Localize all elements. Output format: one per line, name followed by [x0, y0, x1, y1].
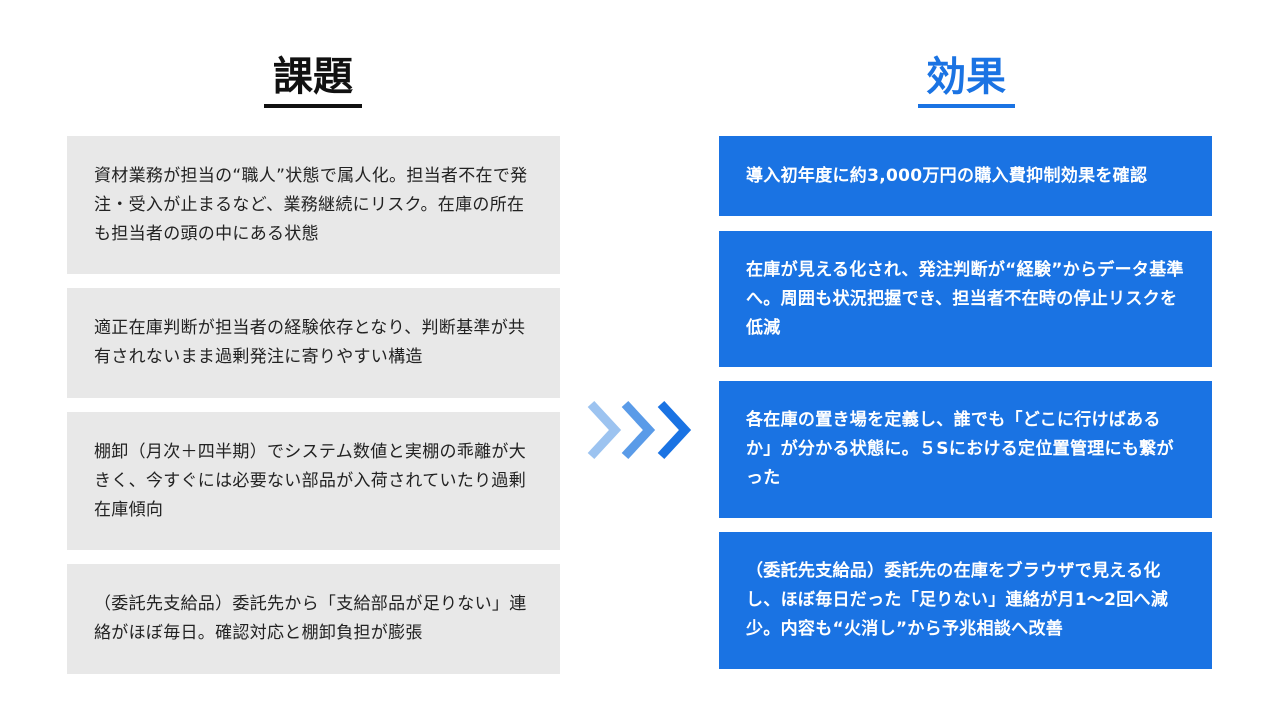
effect-card: 導入初年度に約3,000万円の購入費抑制効果を確認 [719, 136, 1212, 216]
chevron-icon [587, 400, 622, 460]
effect-card: （委託先支給品）委託先の在庫をブラウザで見える化し、ほぼ毎日だった「足りない」連… [719, 532, 1212, 669]
chevron-arrows-icon [587, 400, 692, 460]
chevron-icon [657, 400, 692, 460]
challenge-card: 適正在庫判断が担当者の経験依存となり、判断基準が共有されないまま過剰発注に寄りや… [67, 288, 560, 398]
effect-card: 各在庫の置き場を定義し、誰でも「どこに行けばあるか」が分かる状態に。５Sにおける… [719, 381, 1212, 518]
effect-card: 在庫が見える化され、発注判断が“経験”からデータ基準へ。周囲も状況把握でき、担当… [719, 231, 1212, 367]
challenges-underline [264, 104, 362, 108]
challenge-card: 資材業務が担当の“職人”状態で属人化。担当者不在で発注・受入が止まるなど、業務継… [67, 136, 560, 274]
effects-title: 効果 [926, 54, 1006, 100]
effects-underline [918, 104, 1015, 108]
chevron-icon [621, 400, 656, 460]
challenge-card: 棚卸（月次＋四半期）でシステム数値と実棚の乖離が大きく、今すぐには必要ない部品が… [67, 412, 560, 550]
challenge-card: （委託先支給品）委託先から「支給部品が足りない」連絡がほぼ毎日。確認対応と棚卸負… [67, 564, 560, 674]
challenges-title: 課題 [273, 54, 353, 100]
